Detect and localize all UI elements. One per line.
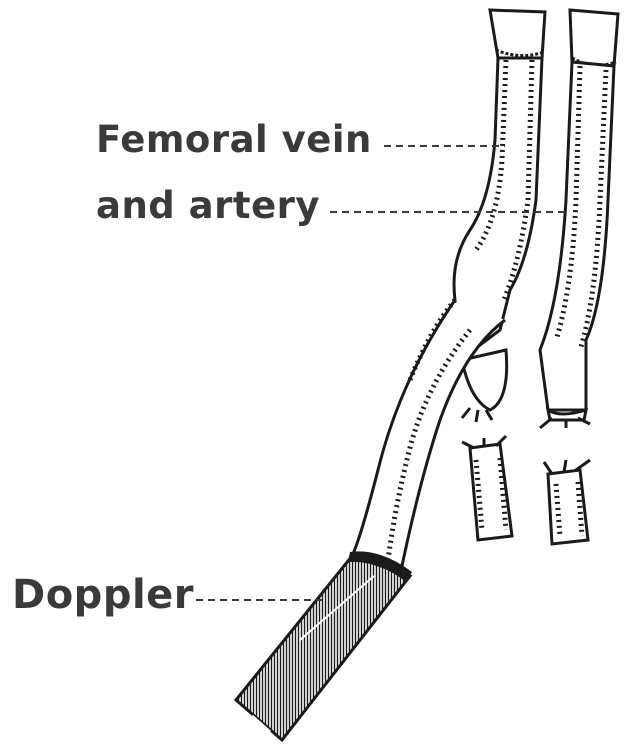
distal-stumps bbox=[462, 436, 590, 544]
femoral-artery-label: and artery bbox=[96, 184, 320, 227]
femoral-vein-label: Femoral vein bbox=[96, 118, 372, 161]
right-vessel-top-stump bbox=[570, 10, 618, 66]
doppler-label: Doppler bbox=[12, 572, 194, 618]
doppler-probe bbox=[236, 551, 412, 740]
doppler-probe-body bbox=[236, 556, 410, 740]
femoral-artery bbox=[540, 62, 614, 410]
